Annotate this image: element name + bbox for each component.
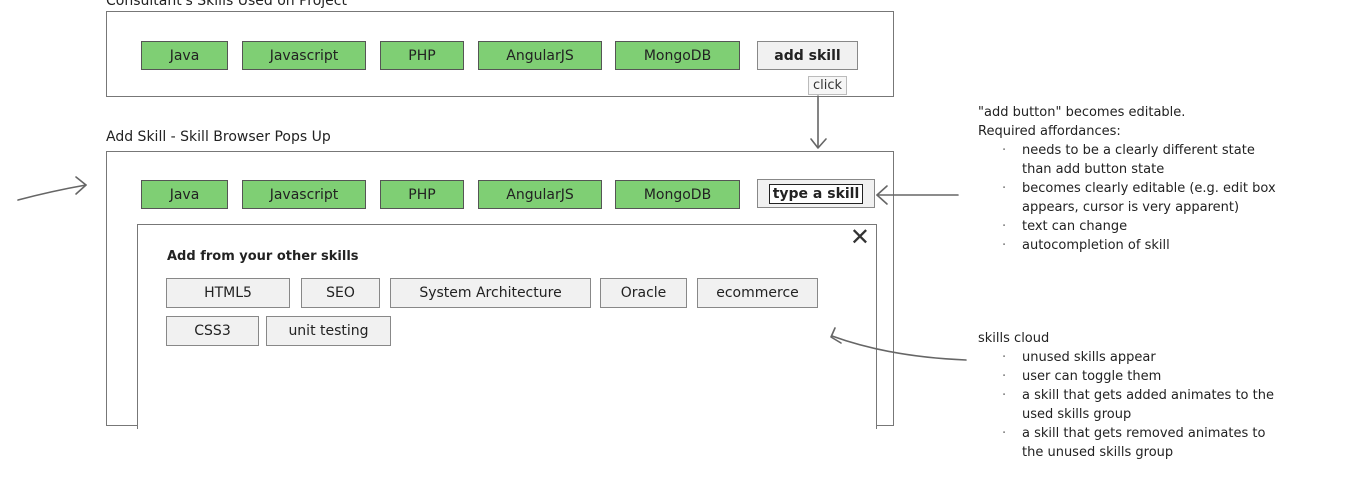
unused-skill-css3[interactable]: CSS3 [166, 316, 259, 346]
skill-chip-java[interactable]: Java [141, 41, 228, 70]
note2-item: a skill that gets added animates to the [1002, 386, 1274, 405]
note2-item: a skill that gets removed animates to [1002, 424, 1274, 443]
note2-item: unused skills appear [1002, 348, 1274, 367]
unused-skill-oracle[interactable]: Oracle [600, 278, 687, 308]
skill-browser-panel: Java Javascript PHP AngularJS MongoDB ty… [106, 151, 894, 429]
unused-skill-seo[interactable]: SEO [301, 278, 380, 308]
note2-item: user can toggle them [1002, 367, 1274, 386]
unused-skill-system-architecture[interactable]: System Architecture [390, 278, 591, 308]
skill-input-field[interactable]: type a skill [757, 179, 875, 208]
note1-item: becomes clearly editable (e.g. edit box [1002, 179, 1276, 198]
section2-title: Add Skill - Skill Browser Pops Up [106, 129, 331, 145]
unused-skill-unit-testing[interactable]: unit testing [266, 316, 391, 346]
skill-chip-javascript[interactable]: Javascript [242, 41, 366, 70]
note2-title: skills cloud [978, 331, 1050, 346]
add-skill-button[interactable]: add skill [757, 41, 858, 70]
skill-chip-mongodb[interactable]: MongoDB [615, 180, 740, 209]
note2-item-continued: used skills group [1022, 407, 1132, 422]
close-icon[interactable]: ✕ [849, 223, 870, 251]
note1-line2: Required affordances: [978, 124, 1121, 139]
unused-skill-html5[interactable]: HTML5 [166, 278, 290, 308]
note2-item-continued: the unused skills group [1022, 445, 1174, 460]
skill-chip-mongodb[interactable]: MongoDB [615, 41, 740, 70]
unused-skill-ecommerce[interactable]: ecommerce [697, 278, 818, 308]
skill-edit-box[interactable]: type a skill [768, 183, 864, 204]
note1-item: needs to be a clearly different state [1002, 141, 1276, 160]
skill-chip-java[interactable]: Java [141, 180, 228, 209]
skill-chip-angularjs[interactable]: AngularJS [478, 41, 602, 70]
click-arrow-head [810, 138, 827, 149]
section1-title: Consultant's Skills Used on Project [106, 0, 347, 9]
skill-chip-php[interactable]: PHP [380, 180, 464, 209]
note-add-button-editable: "add button" becomes editable. Required … [978, 103, 1276, 255]
popup-heading: Add from your other skills [167, 249, 359, 264]
note1-item: text can change [1002, 217, 1276, 236]
skill-chip-php[interactable]: PHP [380, 41, 464, 70]
left-pointer-arrow [17, 184, 87, 201]
note1-line1: "add button" becomes editable. [978, 105, 1186, 120]
note1-item: autocompletion of skill [1002, 236, 1276, 255]
skill-chip-javascript[interactable]: Javascript [242, 180, 366, 209]
note1-item-continued: appears, cursor is very apparent) [1022, 200, 1240, 215]
used-skills-panel: Java Javascript PHP AngularJS MongoDB ad… [106, 11, 894, 97]
left-pointer-arrow-head [75, 176, 87, 195]
skill-chip-angularjs[interactable]: AngularJS [478, 180, 602, 209]
note-skills-cloud: skills cloud unused skills appear user c… [978, 329, 1274, 462]
skill-browser-popup: ✕ Add from your other skills HTML5 SEO S… [137, 223, 877, 429]
click-annotation: click [808, 76, 848, 95]
note1-item-continued: than add button state [1022, 162, 1165, 177]
